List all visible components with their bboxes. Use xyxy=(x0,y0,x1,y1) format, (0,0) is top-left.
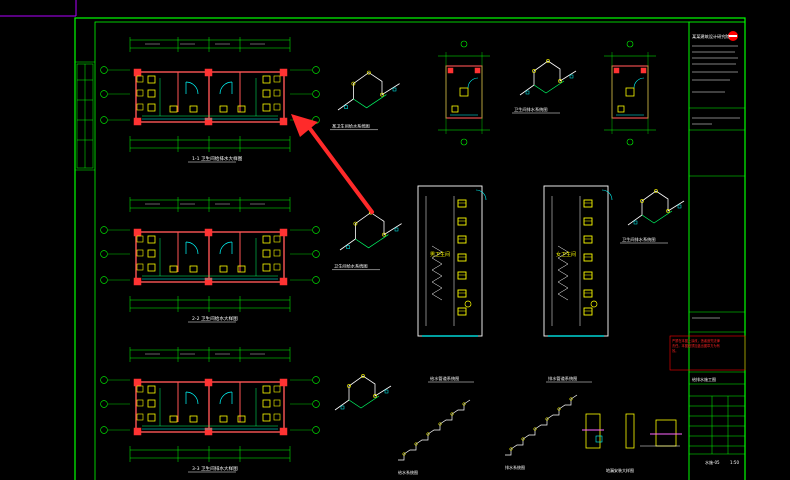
title-block: 某某建筑设计研究院 严禁在本图上涂改，违者追究法律责任。本图纸须加盖出图章方为有… xyxy=(669,21,746,480)
iso-system-2: 卫生间排水系统图 xyxy=(512,59,577,114)
mini-plan-b xyxy=(604,40,656,146)
room-plan-caption: 给水管道系统图 xyxy=(430,375,459,382)
system-caption: 卫生间排水系统图 xyxy=(514,106,548,113)
plan-caption: 1-1 卫生间给排水大样图 xyxy=(192,155,243,162)
plan-caption: 3-3 卫生间排水大样图 xyxy=(192,465,238,472)
system-caption: 某卫生间给水系统图 xyxy=(332,123,370,130)
iso-system-4: 卫生间排水系统图 xyxy=(620,189,685,244)
room-label: 女卫生间 xyxy=(556,251,576,258)
company-logo xyxy=(728,31,738,41)
toilet-plan-3: 3-3 卫生间排水大样图 xyxy=(100,347,320,473)
room-plan-female: 女卫生间 xyxy=(543,185,613,337)
pipe-riser-1: 给水系统图 xyxy=(398,399,471,475)
pipe-riser-2: 排水系统图 xyxy=(505,394,578,470)
drawing-scale: 1:50 xyxy=(730,460,739,465)
room-plan-caption: 排水管道系统图 xyxy=(548,375,577,382)
toilet-plan-1: 1-1 卫生间给排水大样图 xyxy=(100,37,320,163)
company-name: 某某建筑设计研究院 xyxy=(692,33,731,40)
iso-system-3: 卫生间给水系统图 xyxy=(332,210,402,271)
toilet-plan-2: 2-2 卫生间给水大样图 xyxy=(100,197,320,323)
room-plan-male: 男卫生间 xyxy=(417,185,487,337)
system-caption: 卫生间给水系统图 xyxy=(334,263,368,270)
mini-plan-a xyxy=(438,40,490,146)
drain-caption: 地漏安装大样图 xyxy=(606,467,634,473)
iso-system-5 xyxy=(334,374,392,411)
drawing-number: 水施-05 xyxy=(705,459,720,465)
step-caption: 给水系统图 xyxy=(398,469,418,475)
step-caption: 排水系统图 xyxy=(505,464,525,470)
plan-caption: 2-2 卫生间给水大样图 xyxy=(192,315,238,322)
project-name: 给排水施工图 xyxy=(692,376,716,382)
stamp-note: 严禁在本图上涂改，违者追究法律责任。本图纸须加盖出图章方为有效。 xyxy=(672,338,721,353)
iso-system-1: 某卫生间给水系统图 xyxy=(330,70,400,131)
room-label: 男卫生间 xyxy=(430,251,450,258)
system-caption: 卫生间排水系统图 xyxy=(622,236,656,243)
annotation-arrow[interactable] xyxy=(291,114,374,214)
floor-drain-details: 地漏安装大样图 xyxy=(582,413,682,473)
ucs-marker xyxy=(0,0,77,17)
